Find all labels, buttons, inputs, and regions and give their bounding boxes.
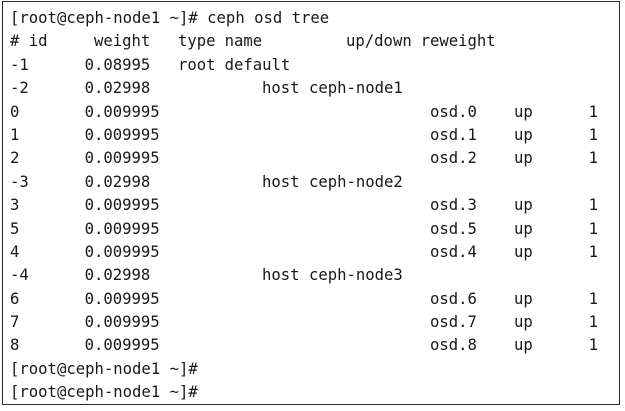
cell-id: 7 (10, 313, 20, 332)
cell-reweight: 1 (588, 125, 598, 144)
cell-osd: osd.4 (430, 242, 477, 261)
header-up-down: up/down (346, 32, 412, 51)
cell-status: up (514, 102, 533, 121)
cell-id: 4 (10, 242, 20, 261)
cell-status: up (514, 196, 533, 215)
cell-osd: osd.1 (430, 125, 477, 144)
cell-id: 3 (10, 196, 20, 215)
cell-osd: osd.5 (430, 219, 477, 238)
cell-id: 1 (10, 125, 20, 144)
cell-id: -4 (10, 266, 29, 285)
table-rows: -1 0.08995 root default -2 0.02998 host ceph-n… (10, 54, 619, 358)
table-row: 7 0.009995 osd.7 up 1 (10, 311, 619, 334)
cell-id: 8 (10, 336, 20, 355)
prompt-line: [root@ceph-node1 ~]# (10, 381, 619, 404)
cell-reweight: 1 (588, 219, 598, 238)
cell-weight: 0.009995 (84, 313, 160, 332)
cell-osd: osd.6 (430, 289, 477, 308)
table-row: 6 0.009995 osd.6 up 1 (10, 288, 619, 311)
table-row: -2 0.02998 host ceph-node1 (10, 77, 619, 100)
command-line: [root@ceph-node1 ~]# ceph osd tree (10, 7, 619, 30)
cell-weight: 0.009995 (84, 242, 160, 261)
cell-status: up (514, 149, 533, 168)
header-id: # id (10, 32, 48, 51)
header-reweight: reweight (420, 32, 496, 51)
cell-status: up (514, 219, 533, 238)
cell-osd: osd.0 (430, 102, 477, 121)
prompt-line: [root@ceph-node1 ~]# (10, 358, 619, 381)
cell-id: 5 (10, 219, 20, 238)
table-row: -3 0.02998 host ceph-node2 (10, 171, 619, 194)
cell-host: host ceph-node1 (262, 79, 403, 98)
table-row: 8 0.009995 osd.8 up 1 (10, 334, 619, 357)
cell-id: 2 (10, 149, 20, 168)
cell-id: -1 (10, 55, 29, 74)
prompt-text: [root@ceph-node1 ~]# (10, 359, 198, 378)
cell-status: up (514, 242, 533, 261)
table-row: 5 0.009995 osd.5 up 1 (10, 218, 619, 241)
cell-id: 0 (10, 102, 20, 121)
table-header-row: # id weight type name up/down reweight (10, 30, 619, 53)
command-line-text: [root@ceph-node1 ~]# ceph osd tree (10, 9, 330, 27)
cell-weight: 0.009995 (84, 125, 160, 144)
table-row: -4 0.02998 host ceph-node3 (10, 264, 619, 287)
table-row: -1 0.08995 root default (10, 54, 619, 77)
cell-weight: 0.02998 (84, 79, 151, 98)
cell-weight: 0.02998 (84, 266, 151, 285)
cell-weight: 0.009995 (84, 219, 160, 238)
cell-type: root (178, 55, 216, 74)
terminal-screen[interactable]: [root@ceph-node1 ~]# ceph osd tree # id … (3, 2, 619, 404)
cell-reweight: 1 (588, 336, 598, 355)
prompt-text: [root@ceph-node1 ~]# (10, 383, 198, 402)
cell-status: up (514, 336, 533, 355)
cell-osd: osd.7 (430, 313, 477, 332)
cell-status: up (514, 125, 533, 144)
cell-id: 6 (10, 289, 20, 308)
cell-host: host ceph-node3 (262, 266, 403, 285)
header-weight: weight (94, 32, 151, 51)
cell-id: -3 (10, 172, 29, 191)
cell-weight: 0.02998 (84, 172, 151, 191)
cell-name: default (224, 55, 291, 74)
cell-reweight: 1 (588, 196, 598, 215)
cell-weight: 0.009995 (84, 149, 160, 168)
cell-osd: osd.2 (430, 149, 477, 168)
cell-status: up (514, 289, 533, 308)
cell-reweight: 1 (588, 242, 598, 261)
cell-host: host ceph-node2 (262, 172, 403, 191)
cell-osd: osd.8 (430, 336, 477, 355)
table-row: 4 0.009995 osd.4 up 1 (10, 241, 619, 264)
cell-weight: 0.009995 (84, 102, 160, 121)
table-row: 0 0.009995 osd.0 up 1 (10, 101, 619, 124)
cell-reweight: 1 (588, 313, 598, 332)
table-row: 3 0.009995 osd.3 up 1 (10, 194, 619, 217)
cell-reweight: 1 (588, 149, 598, 168)
cell-weight: 0.009995 (84, 196, 160, 215)
cell-weight: 0.08995 (84, 55, 151, 74)
table-row: 2 0.009995 osd.2 up 1 (10, 147, 619, 170)
cell-reweight: 1 (588, 102, 598, 121)
header-name: name (224, 32, 263, 51)
cell-weight: 0.009995 (84, 336, 160, 355)
cell-osd: osd.3 (430, 196, 477, 215)
terminal-window[interactable]: [root@ceph-node1 ~]# ceph osd tree # id … (2, 1, 620, 405)
trailing-prompts: [root@ceph-node1 ~]# [root@ceph-node1 ~]# (10, 358, 619, 404)
table-row: 1 0.009995 osd.1 up 1 (10, 124, 619, 147)
cell-status: up (514, 313, 533, 332)
header-type: type (178, 32, 216, 51)
cell-id: -2 (10, 79, 29, 98)
cell-weight: 0.009995 (84, 289, 160, 308)
cell-reweight: 1 (588, 289, 598, 308)
